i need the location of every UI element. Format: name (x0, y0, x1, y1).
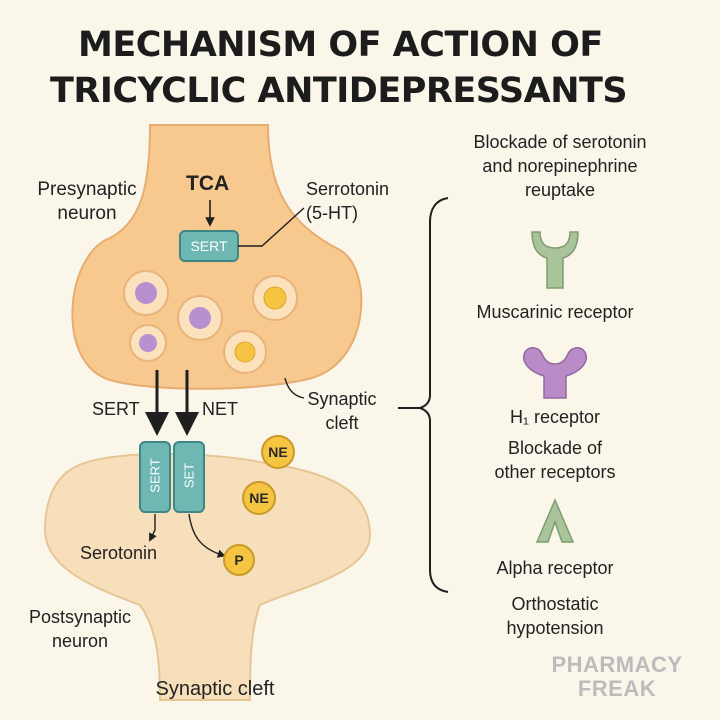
presynaptic-label-line-1: Presynaptic (37, 179, 137, 200)
ne-molecule-2 (242, 481, 276, 515)
sert-arrow-label: SERT (92, 399, 140, 419)
sert-transporter-label: SERT (190, 238, 228, 254)
alpha-label: Alpha receptor (496, 558, 614, 578)
synaptic-cleft-pointer (284, 377, 305, 399)
h1-label: H₁ receptor (509, 407, 601, 427)
vesicle-4 (252, 275, 298, 321)
effects-heading: Blockade of serotonin and norepinephrine… (420, 130, 700, 202)
diagram-title: MECHANISM OF ACTION OF TRICYCLIC ANTIDEP… (50, 22, 670, 114)
postsynaptic-label-line-2: neuron (51, 631, 109, 651)
net-arrow-label: NET (202, 399, 238, 419)
serotonin-label: Serrotonin (5-HT) (306, 177, 389, 225)
tca-label: TCA (186, 172, 230, 195)
synaptic-cleft-line-2: cleft (325, 413, 359, 433)
other-receptors-label: Blockade of other receptors (440, 436, 670, 484)
ne-molecule-1 (261, 435, 295, 469)
p-molecule (223, 544, 255, 576)
postsynaptic-neuron-label: Postsynaptic neuron (10, 605, 150, 653)
vesicle-5 (223, 330, 267, 374)
serotonin-arrow (149, 514, 157, 542)
vesicle-1 (123, 270, 169, 316)
post-set-shape (173, 441, 205, 513)
other-receptors-line-2: other receptors (494, 462, 616, 482)
effects-heading-line-1: Blockade of serotonin (473, 132, 647, 152)
orthostatic-line-1: Orthostatic (511, 594, 599, 614)
orthostatic-line-2: hypotension (506, 618, 604, 638)
post-set-label: SET (181, 462, 197, 489)
synaptic-cleft-line-1: Synaptic (307, 389, 377, 409)
watermark-line-2: FREAK (577, 676, 657, 701)
bottom-synaptic-cleft-label: Synaptic cleft (155, 678, 275, 700)
postsynaptic-label-line-1: Postsynaptic (28, 607, 132, 627)
watermark-line-1: PHARMACY (551, 652, 683, 677)
pharmacy-freak-watermark: PHARMACY FREAK (532, 653, 702, 701)
title-line-1: MECHANISM OF ACTION OF (78, 25, 603, 65)
vesicle-3 (129, 324, 167, 362)
post-sert-label: SERT (147, 458, 163, 493)
effects-brace (416, 197, 449, 593)
title-line-2: TRICYCLIC ANTIDEPRESSANTS (50, 71, 628, 111)
effects-heading-line-3: reuptake (524, 180, 596, 200)
serotonin-label-line-2: (5-HT) (306, 203, 358, 223)
serotonin-label-line-1: Serrotonin (306, 179, 390, 199)
p-label: P (234, 552, 244, 568)
p-arrow (188, 513, 227, 558)
presynaptic-neuron-label: Presynaptic neuron (22, 178, 152, 226)
ne-label-1: NE (268, 444, 288, 460)
presynaptic-label-line-2: neuron (57, 203, 117, 224)
postsynaptic-neuron (43, 452, 372, 701)
post-sert-shape (139, 441, 171, 513)
ne-label-2: NE (249, 490, 269, 506)
serotonin-connector (238, 207, 305, 247)
vesicle-2 (177, 295, 223, 341)
h1-receptor-icon (523, 347, 587, 399)
effects-heading-line-2: and norepinephrine (482, 156, 638, 176)
muscarinic-label: Muscarinic receptor (476, 302, 634, 322)
synaptic-cleft-label: Synaptic cleft (296, 387, 388, 435)
post-serotonin-label: Serotonin (80, 543, 158, 563)
other-receptors-line-1: Blockade of (507, 438, 603, 458)
orthostatic-label: Orthostatic hypotension (440, 592, 670, 640)
alpha-receptor-icon (535, 498, 575, 543)
muscarinic-receptor-icon (531, 231, 579, 289)
